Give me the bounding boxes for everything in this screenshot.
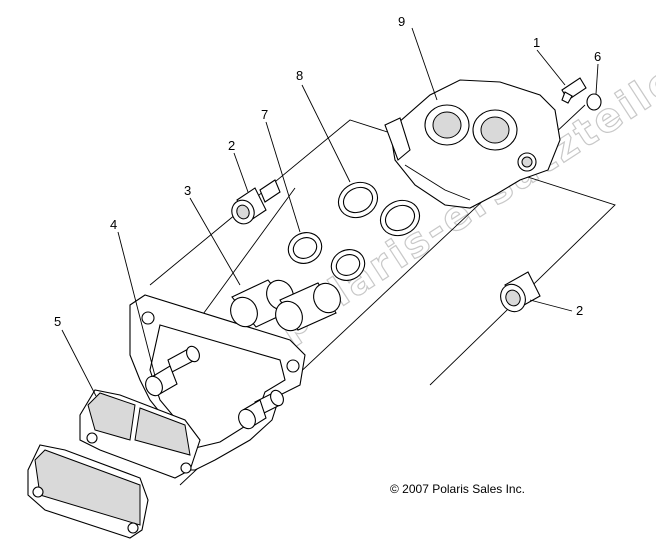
bleeder-cap (586, 93, 602, 111)
bleeder-screw (561, 77, 587, 104)
brake-pad-outer (79, 389, 201, 479)
callout-7: 7 (261, 107, 268, 122)
callout-1: 1 (533, 35, 540, 50)
bracket-pin-lower (238, 389, 284, 430)
bracket-pin-upper (145, 345, 200, 397)
callout-8: 8 (296, 68, 303, 83)
seal-large-right (379, 199, 421, 237)
callout-labels: 1 6 9 8 7 2 3 4 5 2 (54, 14, 601, 329)
callout-leaders (61, 27, 599, 397)
seal-small-right (330, 249, 366, 281)
piston-right (275, 282, 341, 332)
caliper-bracket (129, 294, 306, 471)
callout-9: 9 (398, 14, 405, 29)
copyright-notice: © 2007 Polaris Sales Inc. (390, 482, 525, 496)
callout-4: 4 (110, 217, 117, 232)
pin-boot-left (231, 179, 281, 225)
seal-large-left (337, 181, 379, 219)
brake-pad-inner (27, 444, 149, 539)
callout-3: 3 (184, 183, 191, 198)
callout-2-left: 2 (228, 138, 235, 153)
pin-boot-right (500, 271, 541, 313)
callout-5: 5 (54, 314, 61, 329)
callout-2-right: 2 (576, 303, 583, 318)
caliper-body (384, 79, 561, 209)
seal-small-left (287, 232, 323, 264)
callout-6: 6 (594, 49, 601, 64)
